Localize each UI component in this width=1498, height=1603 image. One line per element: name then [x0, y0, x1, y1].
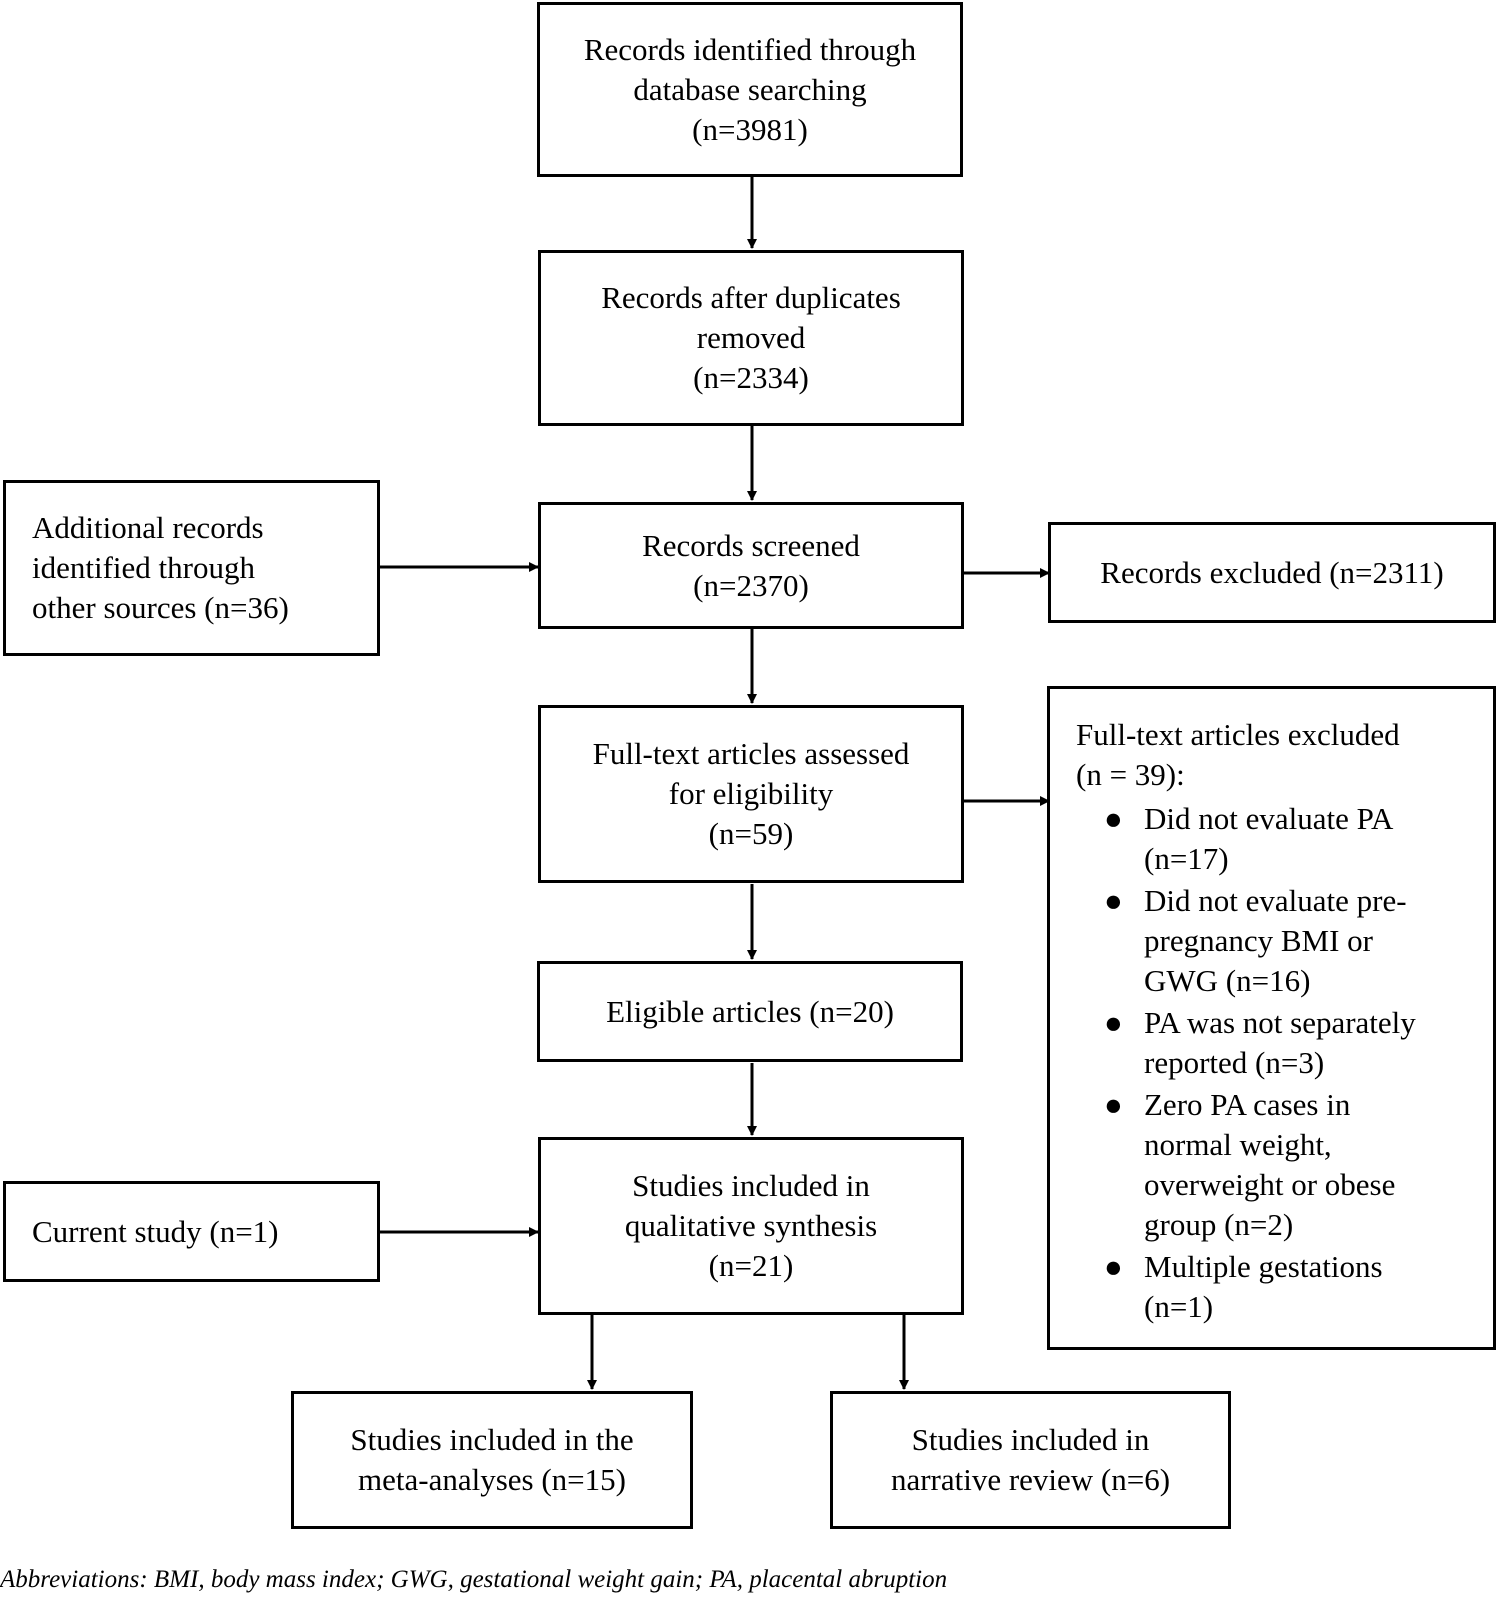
box-line: Records after duplicates [601, 280, 901, 315]
box-line: (n=21) [708, 1248, 794, 1283]
bullet-icon: ● [1104, 801, 1123, 836]
box-line: Studies included in the [350, 1422, 634, 1457]
box-line: for eligibility [668, 776, 834, 811]
list-item: ● Did not evaluate pre- pregnancy BMI or… [1076, 881, 1473, 1001]
box-line: Eligible articles (n=20) [606, 993, 894, 1029]
box-records-identified: Records identified through database sear… [537, 2, 963, 177]
box-line: Records identified through [583, 31, 917, 67]
reason-line: GWG (n=16) [1144, 963, 1311, 998]
box-line: (n=2334) [693, 360, 809, 395]
box-line: (n=59) [708, 816, 794, 851]
box-line: narrative review (n=6) [890, 1462, 1171, 1497]
list-item: ● Zero PA cases in normal weight, overwe… [1076, 1085, 1473, 1245]
list-item: ● Multiple gestations (n=1) [1076, 1247, 1473, 1327]
reason-line: Did not evaluate pre- [1144, 883, 1407, 918]
reason-line: Multiple gestations [1144, 1249, 1383, 1284]
box-records-excluded: Records excluded (n=2311) [1048, 522, 1496, 623]
list-item: ● Did not evaluate PA (n=17) [1076, 799, 1473, 879]
box-current-study: Current study (n=1) [3, 1181, 380, 1282]
reason-line: overweight or obese [1144, 1167, 1396, 1202]
reason-line: group (n=2) [1144, 1207, 1294, 1242]
box-line: meta-analyses (n=15) [358, 1462, 626, 1497]
box-fulltext-excluded: Full-text articles excluded (n = 39): ● … [1047, 686, 1496, 1350]
box-meta-analyses: Studies included in the meta-analyses (n… [291, 1391, 693, 1529]
exclusion-reasons-list: ● Did not evaluate PA (n=17) ● Did not e… [1076, 799, 1473, 1327]
reason-line: Zero PA cases in [1144, 1087, 1351, 1122]
reason-line: (n=1) [1144, 1289, 1214, 1324]
bullet-icon: ● [1104, 1005, 1123, 1040]
abbreviations-footnote: Abbreviations: BMI, body mass index; GWG… [0, 1566, 948, 1593]
box-line: (n=3981) [692, 111, 808, 147]
reason-line: pregnancy BMI or [1144, 923, 1373, 958]
list-item: ● PA was not separately reported (n=3) [1076, 1003, 1473, 1083]
box-line: Additional records [32, 510, 264, 545]
box-records-after-duplicates: Records after duplicates removed (n=2334… [538, 250, 964, 426]
excluded-heading-line: Full-text articles excluded [1076, 717, 1400, 752]
box-line: removed [696, 320, 806, 355]
box-narrative-review: Studies included in narrative review (n=… [830, 1391, 1231, 1529]
box-line: qualitative synthesis [624, 1208, 878, 1243]
box-line: database searching [633, 71, 867, 107]
bullet-icon: ● [1104, 883, 1123, 918]
reason-line: PA was not separately [1144, 1005, 1416, 1040]
box-line: (n=2370) [693, 567, 809, 603]
reason-line: (n=17) [1144, 841, 1229, 876]
box-line: other sources (n=36) [32, 590, 289, 625]
box-line: Records screened [642, 527, 860, 563]
bullet-icon: ● [1104, 1249, 1123, 1284]
box-additional-records: Additional records identified through ot… [3, 480, 380, 656]
reason-line: normal weight, [1144, 1127, 1332, 1162]
box-line: Full-text articles assessed [592, 736, 910, 771]
box-records-screened: Records screened (n=2370) [538, 502, 964, 629]
box-line: identified through [32, 550, 255, 585]
box-line: Studies included in [911, 1422, 1150, 1457]
box-fulltext-assessed: Full-text articles assessed for eligibil… [538, 705, 964, 883]
bullet-icon: ● [1104, 1087, 1123, 1122]
excluded-heading-line: (n = 39): [1076, 757, 1185, 792]
box-line: Studies included in [632, 1168, 870, 1203]
reason-line: Did not evaluate PA [1144, 801, 1394, 836]
box-qualitative-synthesis: Studies included in qualitative synthesi… [538, 1137, 964, 1315]
reason-line: reported (n=3) [1144, 1045, 1325, 1080]
box-line: Records excluded (n=2311) [1100, 554, 1444, 590]
box-line: Current study (n=1) [32, 1213, 279, 1249]
box-eligible-articles: Eligible articles (n=20) [537, 961, 963, 1062]
